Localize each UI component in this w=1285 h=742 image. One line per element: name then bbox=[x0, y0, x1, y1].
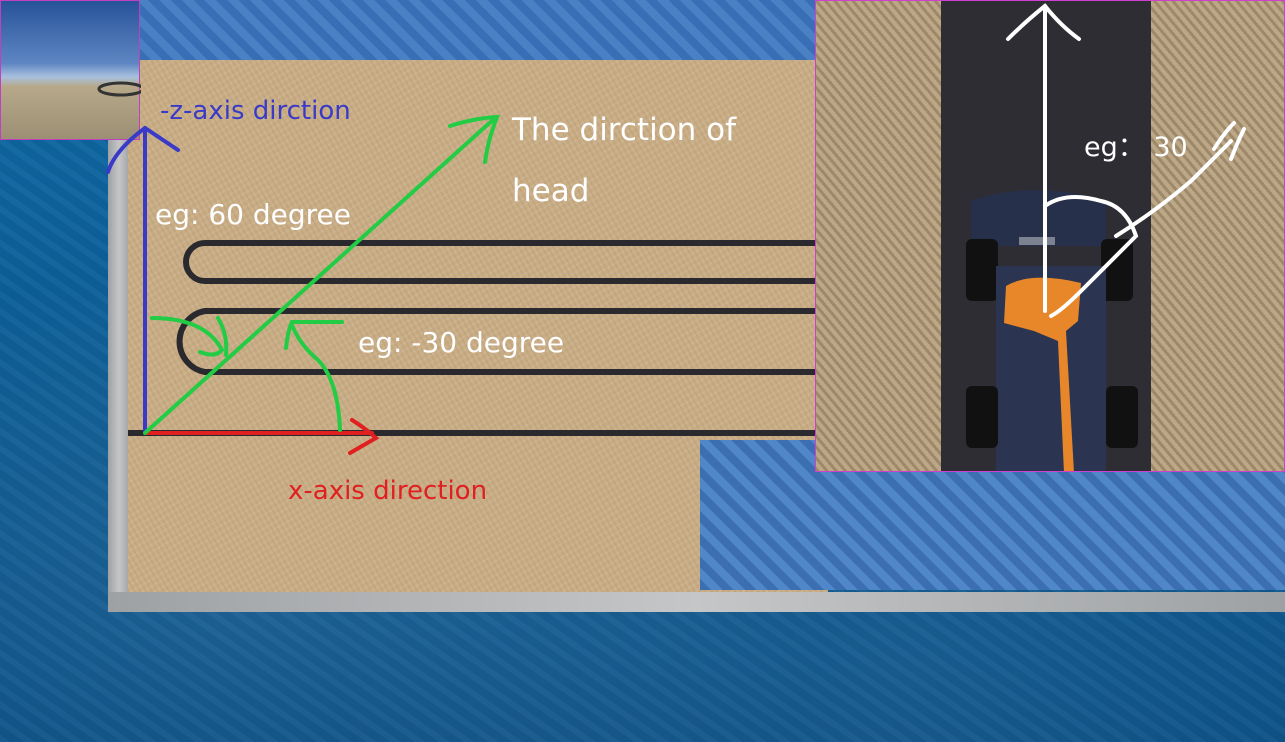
camera-overlay bbox=[966, 3, 1246, 471]
angle-neg30-arc bbox=[284, 320, 344, 432]
x-axis-arrow bbox=[143, 418, 380, 455]
x-axis-label: x-axis direction bbox=[288, 476, 488, 506]
camera-heading-annotation bbox=[1006, 3, 1246, 318]
top-pool bbox=[140, 0, 820, 60]
z-axis-arrow bbox=[106, 125, 180, 435]
eg-30-label: eg： 30 bbox=[1084, 132, 1188, 163]
z-axis-label: -z-axis dirction bbox=[160, 96, 351, 126]
head-direction-label-line2: head bbox=[512, 173, 590, 209]
robot-body bbox=[966, 190, 1138, 471]
head-direction-label-line1: The dirction of bbox=[512, 112, 737, 148]
left-wall bbox=[108, 140, 130, 612]
robot-camera-view[interactable]: eg： 30 bbox=[815, 0, 1285, 472]
sand-arena bbox=[128, 60, 828, 592]
eg-60-label: eg: 60 degree bbox=[155, 198, 351, 231]
sky-view-thumbnail[interactable] bbox=[0, 0, 141, 140]
bottom-wall bbox=[108, 592, 1285, 612]
eg-neg30-label: eg: -30 degree bbox=[358, 326, 565, 359]
head-direction-arrow bbox=[143, 114, 500, 435]
angle-60-arc bbox=[150, 316, 229, 357]
